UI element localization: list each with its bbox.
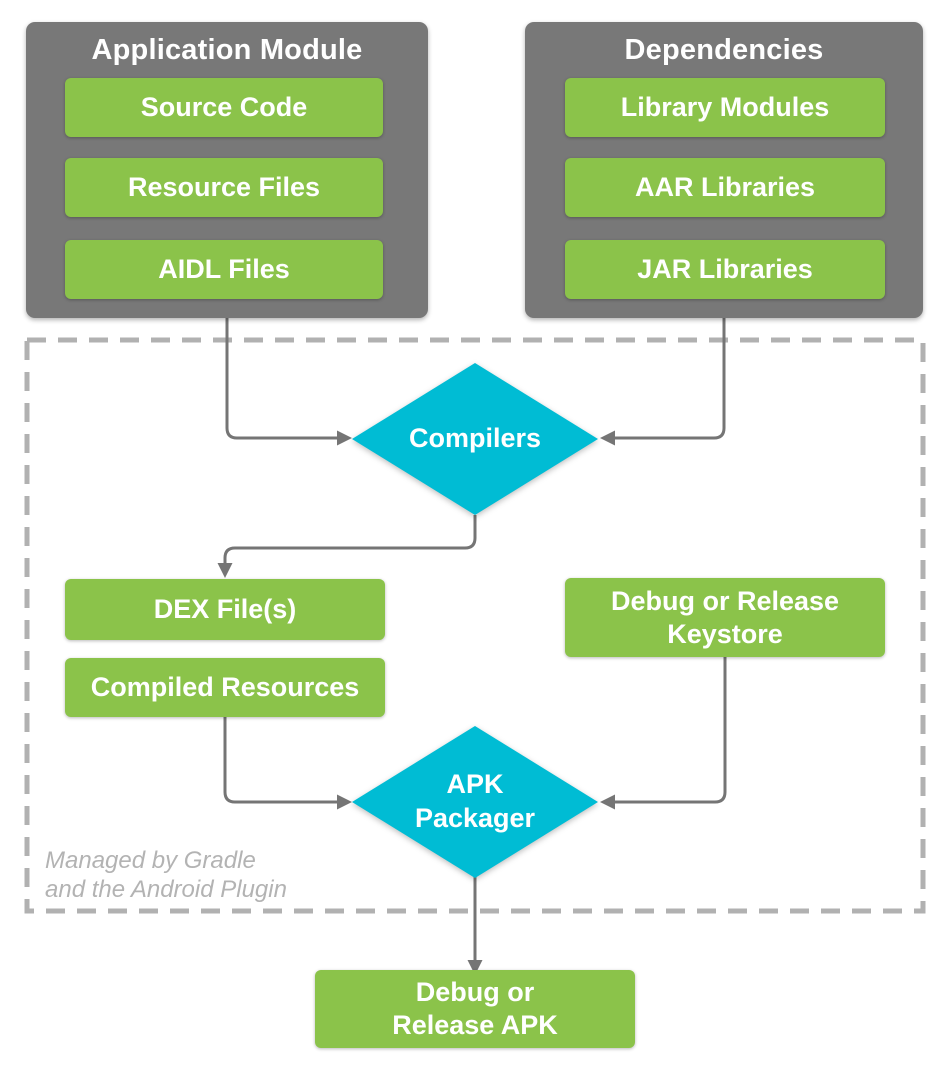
application-module-panel: Application Module Source Code Resource … [26,22,428,318]
dex-files-box: DEX File(s) [65,579,385,640]
debug-release-apk-box: Debug or Release APK [315,970,635,1048]
arrow-compilers-to-dex [223,515,477,564]
compilers-diamond: Compilers [352,363,598,515]
compilers-label: Compilers [408,423,542,454]
dependencies-title: Dependencies [624,33,824,66]
aar-libraries-box: AAR Libraries [565,158,885,217]
compiled-resources-box: Compiled Resources [65,658,385,717]
resource-files-box: Resource Files [65,158,383,217]
apk-packager-diamond: APK Packager [352,726,598,878]
arrow-appmodule-to-compilers [225,318,338,440]
library-modules-box: Library Modules [565,78,885,137]
keystore-box: Debug or Release Keystore [565,578,885,657]
managed-by-gradle-note: Managed by Gradle and the Android Plugin [45,846,287,904]
arrowhead-left-icon [600,430,615,446]
apk-packager-diamond-shape: APK Packager [352,726,598,878]
arrow-dependencies-to-compilers [614,318,726,440]
apk-packager-label: APK Packager [414,769,536,833]
compilers-diamond-shape: Compilers [352,363,598,515]
arrow-keystore-to-packager [614,657,727,804]
note-line-2: and the Android Plugin [45,876,287,903]
gradle-dashed-boundary [24,337,926,914]
arrowhead-right-icon [337,430,352,446]
arrowhead-down-icon [467,960,483,975]
jar-libraries-box: JAR Libraries [565,240,885,299]
arrowhead-left-icon [600,794,615,810]
arrow-resources-to-packager [223,717,338,804]
dependencies-panel: Dependencies Library Modules AAR Librari… [525,22,923,318]
arrowhead-right-icon [337,794,352,810]
note-line-1: Managed by Gradle [45,847,256,874]
application-module-title: Application Module [91,33,363,66]
aidl-files-box: AIDL Files [65,240,383,299]
arrowhead-down-icon [217,563,233,578]
source-code-box: Source Code [65,78,383,137]
